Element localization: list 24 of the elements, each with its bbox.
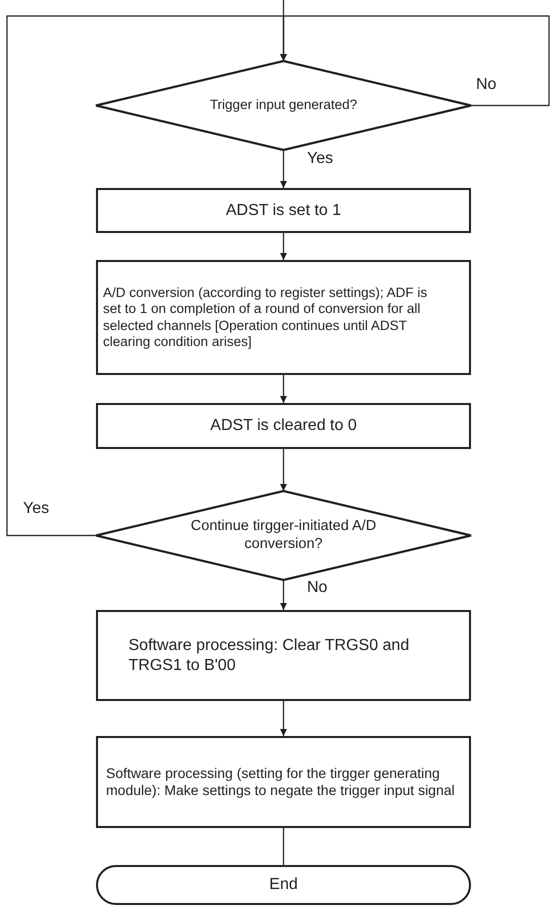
node-label: ADST is cleared to 0: [210, 416, 357, 436]
arrow: [280, 580, 287, 610]
arrow: [6, 15, 287, 536]
connector-line: [282, 828, 284, 865]
arrow: [280, 701, 287, 736]
arrow: [280, 449, 287, 491]
decision-diamond: [96, 61, 471, 150]
process-box: [96, 736, 471, 828]
node-label: Trigger input generated?: [210, 97, 358, 114]
process-box: [96, 403, 471, 449]
node-label: A/D conversion (according to register settings); ADF is set to 1 on completion of a round of conversion for all selected channels [Operation continues until ADST clearing condition arises]: [103, 285, 428, 350]
node-label: Continue tirgger-initiated A/D conversion?: [190, 518, 378, 553]
process-box: [96, 260, 471, 375]
node-label: Software processing (setting for the tirgger generating module): Make settings to negate the trigger input signal: [106, 765, 456, 799]
process-box: [96, 610, 471, 701]
arrow: [280, 375, 287, 403]
arrow: [280, 150, 287, 188]
process-box: [96, 188, 471, 233]
terminator-shape: [96, 865, 471, 905]
decision-diamond: [96, 491, 471, 580]
arrow: [280, 233, 287, 260]
node-label: ADST is set to 1: [226, 200, 342, 220]
node-label: Software processing: Clear TRGS0 and TRGS1 to B'00: [128, 636, 410, 675]
node-label: End: [269, 875, 298, 895]
